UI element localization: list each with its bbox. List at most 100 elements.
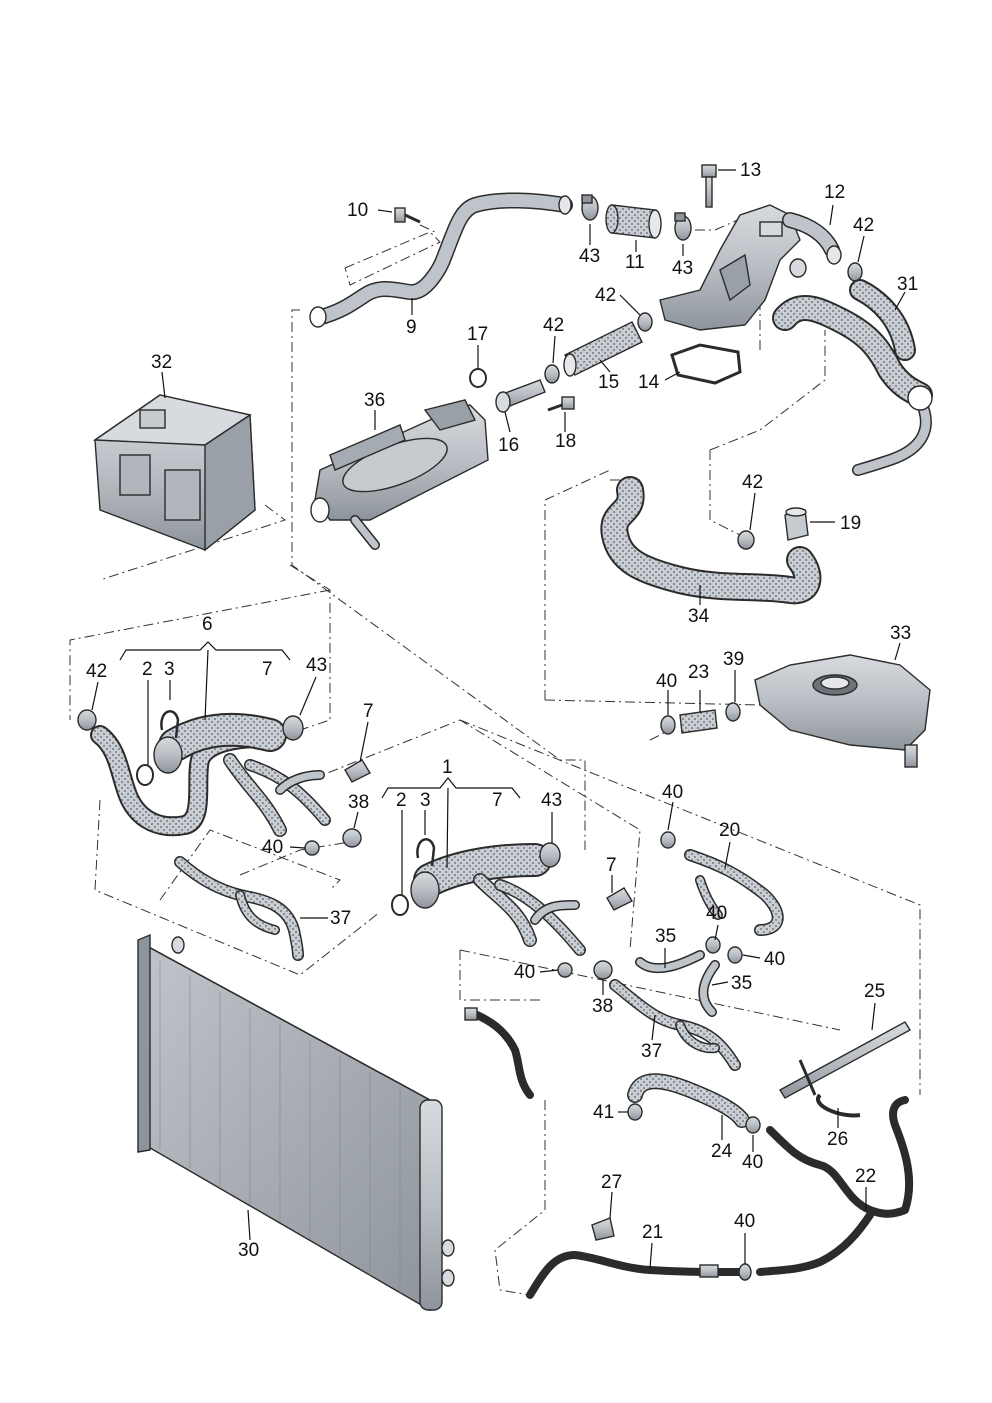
part-42-clamp-a bbox=[637, 312, 653, 332]
callout-11: 11 bbox=[625, 252, 645, 273]
part-40-clamp-20b bbox=[705, 936, 721, 954]
leader-lines bbox=[91, 169, 906, 1269]
part-2-o-ring-left bbox=[136, 764, 154, 786]
part-40-clamp-20c bbox=[727, 946, 743, 964]
callout-42-d: 42 bbox=[742, 472, 763, 493]
callout-16: 16 bbox=[498, 435, 519, 456]
part-26-clip bbox=[816, 1093, 861, 1118]
part-42-clamp-c bbox=[847, 262, 863, 282]
callout-42-e: 42 bbox=[86, 661, 107, 682]
callout-33: 33 bbox=[890, 623, 911, 644]
part-7-clip-left bbox=[344, 759, 371, 783]
callout-24: 24 bbox=[711, 1141, 733, 1162]
part-31-hose bbox=[772, 279, 933, 476]
part-37-hose-left bbox=[174, 856, 304, 961]
part-42-clamp-e bbox=[77, 709, 97, 731]
part-17-o-ring bbox=[469, 368, 487, 388]
callout-1: 1 bbox=[442, 757, 453, 778]
part-25-cable-tie bbox=[779, 1021, 911, 1099]
callout-38-b: 38 bbox=[592, 996, 613, 1017]
callout-7-a: 7 bbox=[262, 659, 273, 680]
part-34-hose bbox=[600, 476, 822, 605]
part-40-clamp-tank bbox=[660, 715, 676, 735]
callout-14: 14 bbox=[638, 372, 660, 393]
callout-7-d: 7 bbox=[606, 855, 617, 876]
callout-21: 21 bbox=[642, 1222, 663, 1243]
part-43-clamp-left bbox=[282, 715, 304, 741]
part-36-heat-exchanger bbox=[310, 399, 489, 550]
callout-42-b: 42 bbox=[595, 285, 616, 306]
callout-23: 23 bbox=[688, 662, 709, 683]
callout-40-g: 40 bbox=[742, 1152, 763, 1173]
part-14-gasket bbox=[670, 343, 742, 385]
part-40-clamp-20a bbox=[660, 831, 676, 849]
sensor-pipe bbox=[464, 1007, 534, 1099]
part-18-bolt bbox=[547, 396, 575, 412]
part-37-hose-mid bbox=[609, 979, 741, 1071]
part-24-hose bbox=[627, 1073, 750, 1128]
part-9-coolant-pipe bbox=[309, 192, 573, 328]
callout-13: 13 bbox=[740, 160, 761, 181]
callout-17: 17 bbox=[467, 324, 488, 345]
callout-3-b: 3 bbox=[420, 790, 431, 811]
callout-32: 32 bbox=[151, 352, 172, 373]
part-11-hose-sleeve bbox=[605, 204, 662, 239]
callout-40-c: 40 bbox=[514, 962, 535, 983]
callout-12: 12 bbox=[824, 182, 845, 203]
part-27-clip bbox=[591, 1217, 615, 1241]
part-40-clamp-24 bbox=[745, 1116, 761, 1134]
part-15-hose bbox=[563, 321, 643, 377]
callout-labels: 10 9 43 11 43 13 12 42 31 42 42 17 15 14… bbox=[86, 160, 918, 1261]
part-1-hose-assembly bbox=[410, 843, 586, 956]
callout-3-a: 3 bbox=[164, 659, 175, 680]
callout-43-b: 43 bbox=[672, 258, 693, 279]
callout-37-a: 37 bbox=[330, 908, 351, 929]
part-20-hose bbox=[684, 849, 784, 936]
callout-43-c: 43 bbox=[306, 655, 327, 676]
part-39-clamp bbox=[725, 702, 741, 722]
callout-27: 27 bbox=[601, 1172, 622, 1193]
callout-15: 15 bbox=[598, 372, 619, 393]
callout-42-c: 42 bbox=[543, 315, 564, 336]
part-3-clip-left bbox=[160, 710, 180, 739]
callout-20: 20 bbox=[719, 820, 740, 841]
part-13-bolt bbox=[701, 164, 717, 208]
callout-41: 41 bbox=[593, 1102, 614, 1123]
part-10-bolt bbox=[394, 207, 421, 224]
part-42-clamp-b bbox=[544, 364, 560, 384]
part-7-clip-mid bbox=[606, 887, 633, 911]
part-41-clamp bbox=[627, 1103, 643, 1121]
callout-40-d: 40 bbox=[662, 782, 683, 803]
part-21-pipe bbox=[526, 1251, 752, 1299]
callout-40-h: 40 bbox=[734, 1211, 755, 1232]
part-6-hose-assembly bbox=[90, 712, 331, 837]
part-40-clamp-mid bbox=[557, 962, 573, 978]
callout-40-a: 40 bbox=[656, 671, 677, 692]
callout-43-a: 43 bbox=[579, 246, 600, 267]
part-30-radiator bbox=[137, 933, 455, 1312]
callout-10: 10 bbox=[347, 200, 368, 221]
part-42-clamp-d bbox=[737, 530, 755, 550]
callout-7-b: 7 bbox=[363, 701, 374, 722]
part-43-clamp-top-left bbox=[581, 194, 599, 221]
part-12-coolant-flange-housing bbox=[659, 204, 842, 331]
part-35-hose-a bbox=[635, 950, 705, 974]
part-35-hose-b bbox=[698, 960, 720, 1017]
callout-40-b: 40 bbox=[262, 837, 283, 858]
callout-26: 26 bbox=[827, 1129, 848, 1150]
callout-34: 34 bbox=[688, 606, 710, 627]
callout-30: 30 bbox=[238, 1240, 259, 1261]
part-16-connector bbox=[495, 379, 546, 413]
part-2-o-ring-mid bbox=[391, 894, 409, 916]
callout-42-a: 42 bbox=[853, 215, 874, 236]
part-40-clamp-left bbox=[304, 840, 320, 856]
callout-40-f: 40 bbox=[764, 949, 785, 970]
callout-35-a: 35 bbox=[655, 926, 676, 947]
part-43-clamp-top-right bbox=[674, 212, 692, 241]
callout-35-b: 35 bbox=[731, 973, 752, 994]
part-32-auxiliary-heater bbox=[92, 394, 256, 552]
part-43-clamp-mid bbox=[539, 842, 561, 868]
part-22-pipe bbox=[756, 1096, 914, 1276]
callout-2-b: 2 bbox=[396, 790, 407, 811]
